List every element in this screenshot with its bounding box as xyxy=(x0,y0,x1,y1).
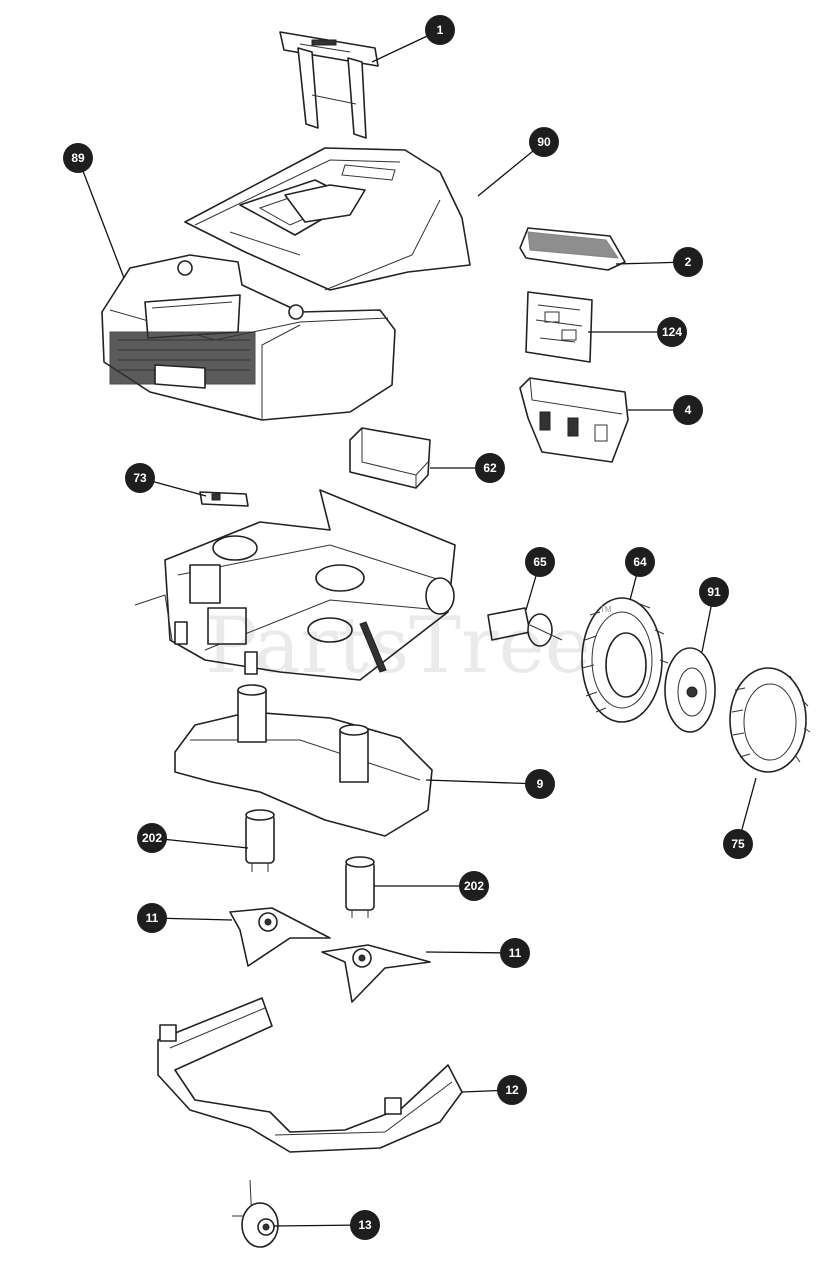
part-4-housing xyxy=(519,377,629,463)
part-65-drive-motor xyxy=(487,607,563,647)
part-12-bumper xyxy=(157,997,463,1153)
callout-12: 12 xyxy=(497,1075,527,1105)
callout-89: 89 xyxy=(63,143,93,173)
svg-text:11: 11 xyxy=(509,946,522,960)
part-75-spiked-tire xyxy=(729,667,811,773)
svg-text:2: 2 xyxy=(685,255,692,269)
part-89-body xyxy=(101,254,396,421)
chassis xyxy=(134,489,456,681)
part-91-wheel-hub xyxy=(664,647,716,733)
callout-1: 1 xyxy=(425,15,455,45)
part-9-base-plate xyxy=(174,684,433,837)
part-64-wheel xyxy=(581,597,669,723)
callout-90: 90 xyxy=(529,127,559,157)
part-202-motor-left xyxy=(245,809,275,872)
part-13-caster-wheel xyxy=(232,1179,279,1248)
svg-text:65: 65 xyxy=(533,555,547,569)
svg-text:124: 124 xyxy=(662,325,682,339)
callout-91: 91 xyxy=(699,577,729,607)
part-124-circuit-board xyxy=(525,291,593,363)
svg-text:62: 62 xyxy=(483,461,497,475)
watermark-text: PartsTree xyxy=(205,601,591,691)
svg-text:13: 13 xyxy=(358,1218,372,1232)
part-11-blade-left xyxy=(229,907,331,967)
svg-text:64: 64 xyxy=(633,555,647,569)
part-1-handle xyxy=(279,31,379,139)
svg-text:202: 202 xyxy=(464,879,484,893)
svg-text:11: 11 xyxy=(146,911,159,925)
svg-text:91: 91 xyxy=(707,585,721,599)
callout-9: 9 xyxy=(525,769,555,799)
part-2-lid xyxy=(519,227,626,271)
part-202-motor-right xyxy=(345,856,375,918)
part-73-connector xyxy=(199,491,249,507)
watermark-tm: TM xyxy=(600,605,612,614)
callout-75: 75 xyxy=(723,829,753,859)
svg-text:73: 73 xyxy=(133,471,147,485)
part-90-top-cover xyxy=(184,147,471,291)
callout-124: 124 xyxy=(657,317,687,347)
svg-text:202: 202 xyxy=(142,831,162,845)
callout-62: 62 xyxy=(475,453,505,483)
svg-text:12: 12 xyxy=(505,1083,519,1097)
callout-2: 2 xyxy=(673,247,703,277)
svg-text:75: 75 xyxy=(731,837,745,851)
callout-13: 13 xyxy=(350,1210,380,1240)
svg-text:9: 9 xyxy=(537,777,544,791)
part-11-blade-right xyxy=(321,944,431,1003)
svg-text:4: 4 xyxy=(685,403,692,417)
callout-73: 73 xyxy=(125,463,155,493)
svg-text:1: 1 xyxy=(437,23,444,37)
svg-text:89: 89 xyxy=(71,151,85,165)
part-62-battery xyxy=(349,427,431,489)
callout-11-left: 11 xyxy=(137,903,167,933)
callout-4: 4 xyxy=(673,395,703,425)
callout-11-right: 11 xyxy=(500,938,530,968)
svg-text:90: 90 xyxy=(537,135,551,149)
callout-65: 65 xyxy=(525,547,555,577)
callout-202-left: 202 xyxy=(137,823,167,853)
callout-64: 64 xyxy=(625,547,655,577)
callout-202-right: 202 xyxy=(459,871,489,901)
